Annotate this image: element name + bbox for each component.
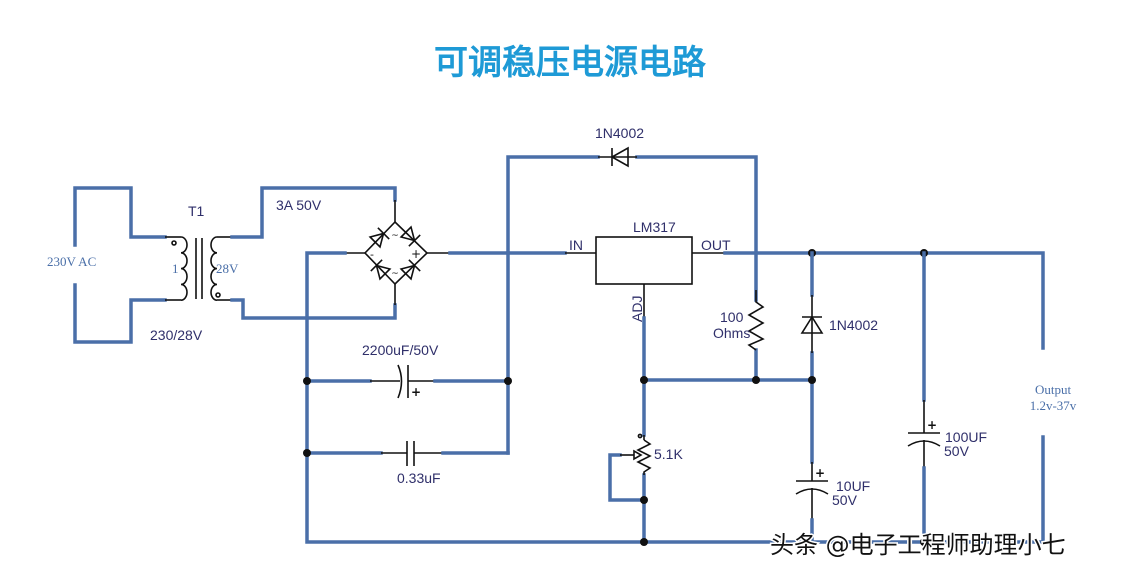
- protection-diode-label: 1N4002: [829, 317, 878, 333]
- junction-dot: [752, 376, 760, 384]
- adj-cap-voltage: 50V: [832, 492, 858, 508]
- resistor-unit: Ohms: [713, 325, 750, 341]
- bridge-ac-mark-bottom: ~: [391, 269, 399, 279]
- adj-cap-value: 10UF: [836, 478, 870, 494]
- ceramic-cap-label: 0.33uF: [397, 470, 441, 486]
- resistor-100-ohms: [747, 290, 765, 351]
- regulator-in-pin: IN: [569, 237, 583, 253]
- transformer-ref: T1: [188, 203, 205, 219]
- junction-dot: [640, 538, 648, 546]
- transformer-ratio: 230/28V: [150, 327, 203, 343]
- ground-rail: [305, 251, 1045, 544]
- regulator-name: LM317: [633, 219, 676, 235]
- junction-dot: [640, 496, 648, 504]
- bridge-pos-mark: +: [411, 247, 421, 261]
- filter-capacitor-2200uf: [305, 364, 510, 399]
- potentiometer: [620, 433, 652, 475]
- output-cap-voltage: 50V: [944, 443, 970, 459]
- regulator-adj-pin: ADJ: [629, 296, 645, 322]
- secondary-polarity-dot: [215, 292, 221, 298]
- bridge-neg-mark: -: [370, 248, 374, 261]
- adj-network: [608, 251, 814, 544]
- bypass-diode-label: 1N4002: [595, 125, 644, 141]
- transformer-t1: [165, 236, 232, 301]
- output-label: Output: [1035, 382, 1072, 397]
- junction-dot: [504, 377, 512, 385]
- output-bus: [723, 251, 1045, 350]
- output-cap-plus: +: [927, 418, 937, 432]
- potentiometer-label: 5.1K: [654, 446, 683, 462]
- ac-input-label: 230V AC: [47, 254, 96, 269]
- primary-polarity-dot: [171, 240, 177, 246]
- output-range: 1.2v-37v: [1030, 398, 1077, 413]
- adj-cap-plus: +: [815, 466, 825, 480]
- output-cap-value: 100UF: [945, 429, 987, 445]
- junction-dot: [303, 377, 311, 385]
- regulator-out-pin: OUT: [701, 237, 731, 253]
- junction-dot: [808, 376, 816, 384]
- bypass-diode: [598, 146, 637, 168]
- secondary-winding-label: 28V: [216, 261, 239, 276]
- junction-dot: [303, 449, 311, 457]
- bridge-ac-mark-top: ~: [391, 231, 399, 241]
- resistor-value: 100: [720, 309, 744, 325]
- junction-dot: [920, 538, 928, 546]
- bridge-rating: 3A 50V: [276, 197, 322, 213]
- bridge-rectifier: [345, 200, 450, 305]
- filter-cap-label: 2200uF/50V: [362, 342, 439, 358]
- watermark: 头条 @电子工程师助理小七: [770, 531, 1066, 559]
- junction-dot: [640, 376, 648, 384]
- lm317-regulator: [565, 236, 725, 318]
- ceramic-capacitor: [305, 441, 510, 466]
- dc-bus: [448, 155, 758, 455]
- secondary-wiring: [230, 186, 397, 320]
- ac-input-wiring: [73, 186, 167, 344]
- protection-diode: [800, 295, 824, 353]
- adj-capacitor-10uf: [795, 462, 829, 544]
- output-capacitor-100uf: [907, 251, 941, 544]
- primary-winding-label: 1: [172, 261, 179, 276]
- diagram-title: 可调稳压电源电路: [434, 43, 707, 83]
- filter-cap-plus: +: [411, 385, 421, 399]
